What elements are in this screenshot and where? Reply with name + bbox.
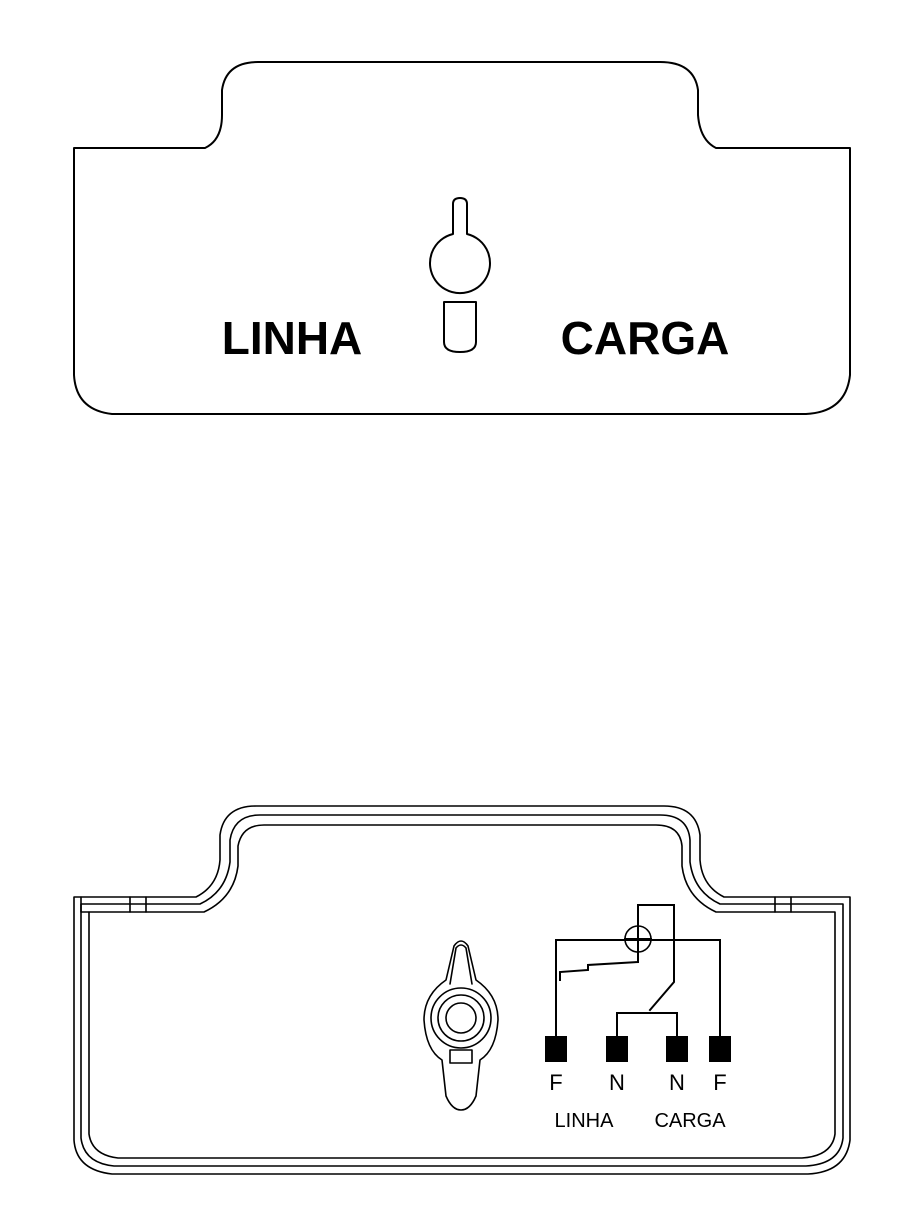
top-cover: LINHA CARGA [73, 61, 851, 415]
boss-ring-outer [430, 987, 492, 1049]
boss-window [449, 1049, 473, 1064]
cover-carga-label: CARGA [561, 312, 730, 364]
terminal-label: N [609, 1070, 625, 1095]
base-outer-outline [73, 805, 851, 1175]
right-notch [774, 896, 792, 913]
terminal-label: F [549, 1070, 562, 1095]
boss-ring-inner [445, 1002, 477, 1034]
boss-inner-slot [449, 944, 473, 985]
terminal-label: F [713, 1070, 726, 1095]
base-linha-label: LINHA [555, 1110, 615, 1132]
terminal-n-linha [606, 1036, 628, 1062]
left-notch [80, 896, 147, 913]
terminal-f-linha [545, 1036, 567, 1062]
cover-linha-label: LINHA [222, 312, 363, 364]
base-innermost-outline [88, 824, 836, 1159]
mounting-boss [423, 940, 499, 1111]
top-cover-outline [73, 61, 851, 415]
keyhole-slot-icon [429, 197, 491, 295]
wiring-schematic: F N N F LINHA CARGA [545, 904, 731, 1132]
terminal-n-carga [666, 1036, 688, 1062]
terminal-label: N [669, 1070, 685, 1095]
base-inner-outline [80, 814, 844, 1167]
base-carga-label: CARGA [654, 1110, 726, 1132]
boss-outer [423, 940, 499, 1111]
bottom-base: F N N F LINHA CARGA [73, 805, 851, 1175]
wire-neutral-bridge [616, 1012, 678, 1037]
boss-ring-middle [437, 994, 485, 1042]
wire-switch-bridge [559, 904, 675, 1012]
terminal-f-carga [709, 1036, 731, 1062]
switch-window [443, 301, 477, 353]
